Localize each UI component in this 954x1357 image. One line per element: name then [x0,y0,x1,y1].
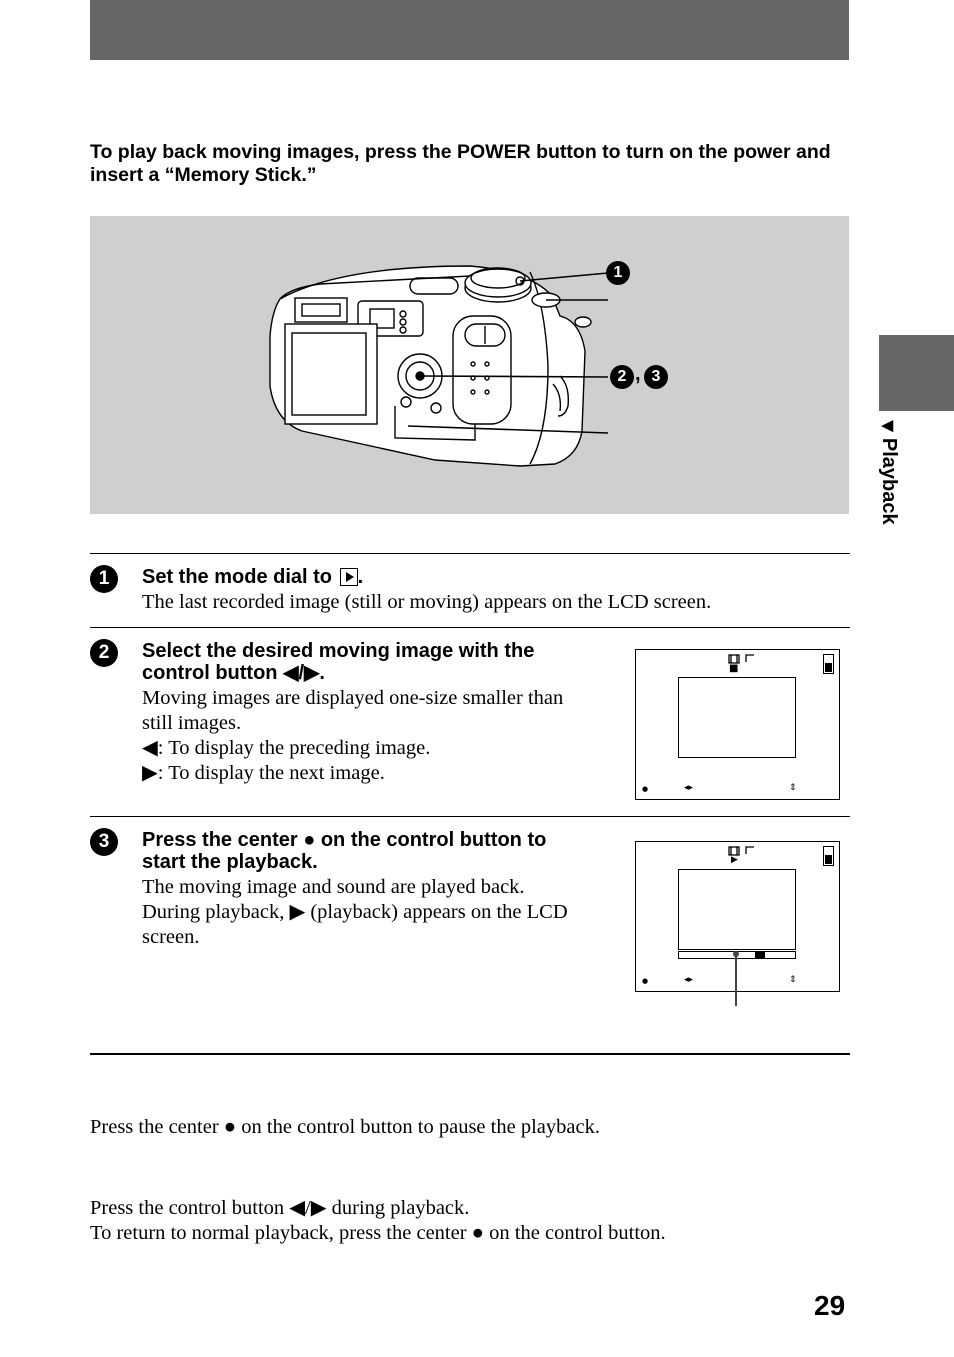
header-bar [90,0,849,60]
lcd-left-right-icon: ◂▸ [684,783,694,793]
lcd-image-area [678,677,796,758]
battery-icon [823,846,834,866]
step-1-body: The last recorded image (still or moving… [142,591,712,613]
callout-1: 1 [606,261,630,285]
lcd-left-right-icon: ◂▸ [684,975,694,985]
side-tab [879,335,954,411]
step-2-line-2: still images. [142,712,242,734]
step-2-line-1: Moving images are displayed one-size sma… [142,687,564,709]
ff-instructions: Press the control button ◀/▶ during play… [90,1196,870,1246]
playback-mode-icon [339,568,358,586]
step-1-heading-text: Set the mode dial to [142,566,338,588]
step-1-heading: Set the mode dial to . [142,566,762,588]
step-3-body: The moving image and sound are played ba… [142,875,622,950]
step-2-line-4: ▶: To display the next image. [142,762,385,784]
step-2-number: 2 [90,639,118,667]
callout-3: 3 [644,365,668,389]
step-2-rule [90,627,850,628]
lcd-image-area [678,869,796,950]
step-2-body: Moving images are displayed one-size sma… [142,686,622,786]
movie-mode-icon [728,654,754,664]
side-arrow: ▼ [879,420,898,433]
playback-progress-thumb [755,952,765,958]
lcd-up-down-icon: ⇕ [789,783,797,793]
progress-callout-line [735,954,737,1006]
camera-drawing [269,265,609,467]
step-3-rule [90,816,850,817]
step-2-heading: Select the desired moving image with the… [142,640,622,684]
step-3-heading-line-1: Press the center ● on the control button… [142,829,547,851]
page-number: 29 [814,1290,846,1321]
camera-illustration: 1 2 , 3 [90,216,849,514]
step-3-number: 3 [90,828,118,856]
side-label-text: Playback [878,437,900,525]
lcd-up-down-icon: ⇕ [789,975,797,985]
battery-icon [823,654,834,674]
step-2-heading-line-1: Select the desired moving image with the [142,640,535,662]
play-indicator: ▶ [731,855,738,865]
step-3-heading: Press the center ● on the control button… [142,829,622,873]
callout-2: 2 [610,365,634,389]
lcd-screen-step-2: ■ ● ◂▸ ⇕ [635,649,840,800]
step-2-heading-line-2: control button ◀/▶. [142,662,325,684]
lcd-dot-icon: ● [642,785,649,793]
stop-indicator: ■ [729,663,739,674]
lcd-screen-step-3: ▶ ● ◂▸ ⇕ [635,841,840,992]
step-2-line-3: ◀: To display the preceding image. [142,737,431,759]
step-1-rule [90,553,850,554]
step-3-heading-line-2: start the playback. [142,851,318,873]
step-3-line-2: During playback, ▶ (playback) appears on… [142,901,568,923]
movie-mode-icon [728,846,754,856]
ff-line-1: Press the control button ◀/▶ during play… [90,1197,470,1219]
step-3-line-3: screen. [142,926,200,948]
side-label: ▼ Playback [866,420,910,580]
step-1-number: 1 [90,565,118,593]
pause-instruction: Press the center ● on the control button… [90,1116,600,1138]
bottom-rule [90,1053,850,1055]
step-3-line-1: The moving image and sound are played ba… [142,876,525,898]
step-1-heading-end: . [357,566,364,588]
ff-line-2: To return to normal playback, press the … [90,1222,666,1244]
intro-text: To play back moving images, press the PO… [90,141,831,186]
lcd-dot-icon: ● [642,977,649,985]
callout-comma: , [635,363,641,385]
